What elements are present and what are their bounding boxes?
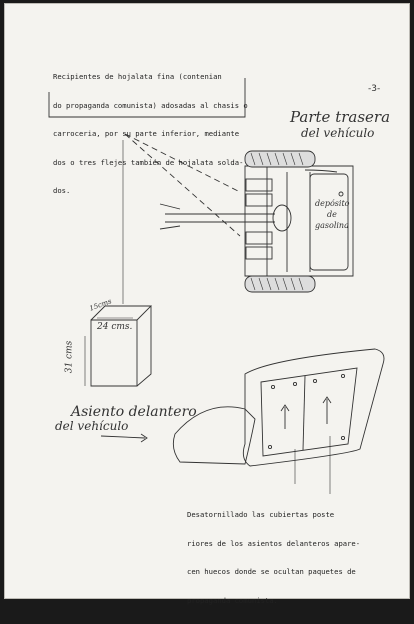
typed-line: dos o tres flejes también de hojalata so… (53, 157, 244, 167)
height-dimension: 31 cms (64, 340, 75, 374)
typed-line: dos. (53, 186, 71, 195)
seat-title: Asiento delantero (71, 404, 197, 420)
tank-label: gasolina (315, 221, 349, 230)
typed-line: cen huecos donde se ocultan paquetes de (187, 567, 356, 576)
page-number: -3- (368, 84, 381, 94)
seat-subtitle: del vehículo (55, 419, 129, 433)
typed-line: Recipientes de hojalata fina (contenian (53, 72, 222, 81)
rear-title: Parte trasera (290, 108, 391, 126)
typed-note-bottom: Desatornillado las cubiertas poste riore… (187, 491, 360, 624)
document-page: -3- Recipientes de hojalata fina (conten… (4, 3, 410, 605)
width-dimension: 24 cms. (97, 322, 133, 332)
box-drawing (84, 305, 153, 387)
tank-label: depósito (315, 199, 350, 208)
typed-line: propaganda comunista. (187, 595, 278, 605)
typed-line: carroceria, por su parte inferior, media… (53, 129, 240, 138)
typed-note-top: Recipientes de hojalata fina (contenian … (53, 53, 248, 215)
typed-line: Desatornillado las cubiertas poste (187, 510, 335, 519)
typed-line: riores de los asientos delanteros apare- (187, 538, 361, 548)
sketch-illustration (48, 78, 385, 494)
chassis-drawing (159, 150, 354, 293)
seat-drawing (172, 348, 385, 494)
tank-label: de (327, 210, 337, 219)
typed-line: do propaganda comunista) adosadas al cha… (53, 100, 248, 110)
rear-subtitle: del vehículo (301, 126, 375, 140)
note-bracket (48, 78, 246, 118)
